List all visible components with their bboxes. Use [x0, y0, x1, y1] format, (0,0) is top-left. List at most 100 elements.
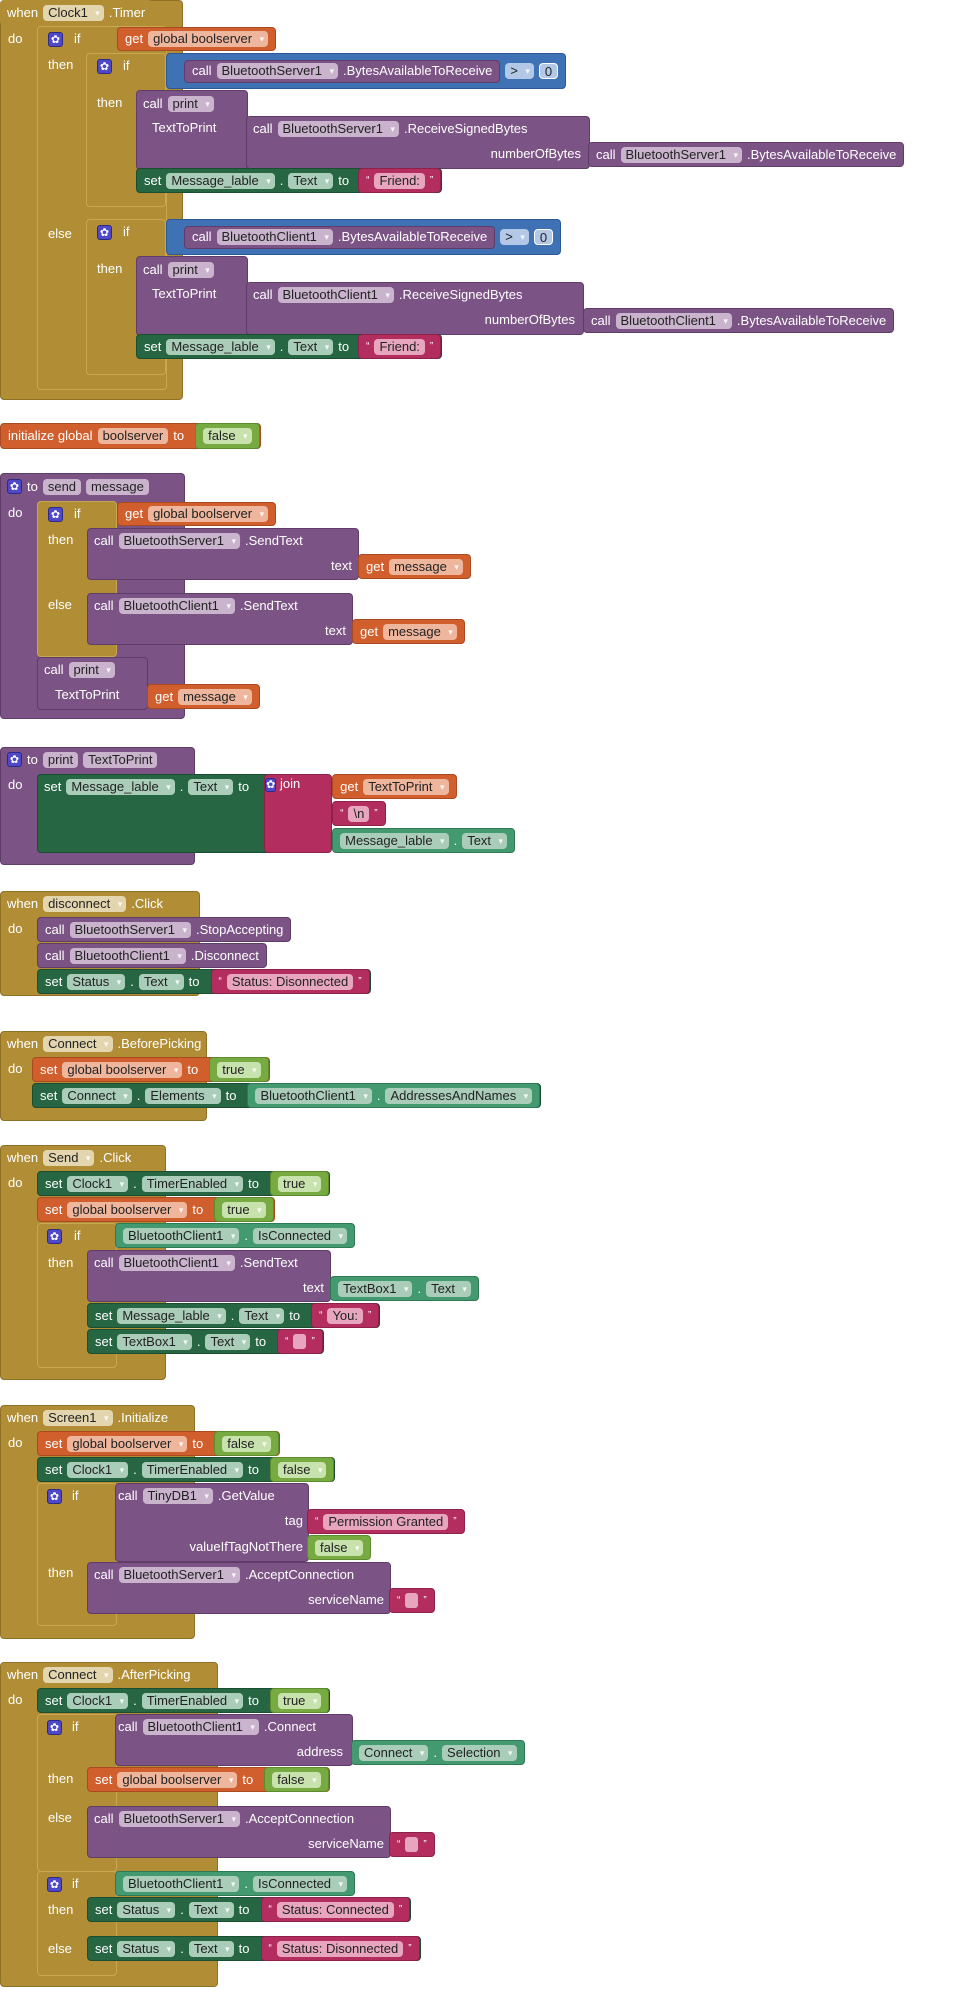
component-dropdown[interactable]: Message_lable [166, 172, 275, 189]
mutator-gear-icon[interactable]: ✿ [97, 225, 112, 240]
property-dropdown[interactable]: Text [205, 1333, 251, 1350]
mutator-gear-icon[interactable]: ✿ [7, 752, 22, 767]
string-field[interactable] [405, 1593, 419, 1608]
boolean-dropdown[interactable]: true [217, 1061, 261, 1078]
component-dropdown[interactable]: BluetoothClient1 [123, 1227, 240, 1244]
component-dropdown[interactable]: BluetoothServer1 [277, 120, 399, 137]
component-dropdown[interactable]: Connect [62, 1087, 132, 1104]
mutator-gear-icon[interactable]: ✿ [47, 1229, 62, 1244]
component-dropdown[interactable]: BluetoothClient1 [123, 1875, 240, 1892]
get-client-is-connected[interactable]: BluetoothClient1 . IsConnected [115, 1871, 356, 1896]
mutator-gear-icon[interactable]: ✿ [97, 59, 112, 74]
text-string[interactable]: “ Status: Disonnected ” [210, 969, 370, 994]
set-clock-timer-enabled[interactable]: set Clock1 . TimerEnabled to true [37, 1688, 331, 1713]
component-dropdown[interactable]: BluetoothClient1 [277, 286, 394, 303]
boolean-dropdown[interactable]: false [272, 1771, 321, 1788]
logic-false[interactable]: false [264, 1767, 329, 1792]
property-dropdown[interactable]: TimerEnabled [141, 1692, 244, 1709]
event-screen1-initialize[interactable]: when Screen1 .Initialize [0, 1405, 175, 1430]
get-message[interactable]: get message [352, 619, 465, 644]
component-dropdown[interactable]: Connect [359, 1744, 429, 1761]
string-field[interactable] [405, 1837, 419, 1852]
string-field[interactable]: Friend: [374, 172, 425, 189]
component-dropdown[interactable]: Screen1 [43, 1409, 113, 1426]
text-status-connected[interactable]: “ Status: Connected ” [260, 1897, 411, 1922]
variable-dropdown[interactable]: message [178, 688, 252, 705]
number-field[interactable]: 0 [538, 63, 559, 79]
logic-true[interactable]: true [209, 1057, 269, 1082]
set-clock-timer-enabled[interactable]: set Clock1 . TimerEnabled to false [37, 1457, 336, 1482]
component-dropdown[interactable]: TextBox1 [338, 1280, 413, 1297]
component-dropdown[interactable]: BluetoothClient1 [69, 947, 186, 964]
variable-dropdown[interactable]: global boolserver [117, 1771, 238, 1788]
get-connect-selection[interactable]: Connect . Selection [351, 1740, 525, 1765]
event-connect-beforepicking[interactable]: when Connect .BeforePicking [0, 1031, 208, 1056]
component-dropdown[interactable]: Clock1 [67, 1692, 129, 1709]
component-dropdown[interactable]: Send [43, 1149, 95, 1166]
component-dropdown[interactable]: BluetoothServer1 [118, 1566, 240, 1583]
mutator-gear-icon[interactable]: ✿ [265, 778, 277, 792]
mutator-gear-icon[interactable]: ✿ [47, 1720, 62, 1735]
property-dropdown[interactable]: Text [288, 338, 334, 355]
procedure-dropdown[interactable]: print [167, 95, 214, 112]
string-field[interactable]: Status: Disonnected [226, 973, 354, 990]
get-global-boolserver[interactable]: get global boolserver [117, 502, 277, 526]
property-dropdown[interactable]: IsConnected [253, 1875, 348, 1892]
set-clock-timer-enabled[interactable]: set Clock1 . TimerEnabled to true [37, 1171, 331, 1196]
join-block[interactable]: ✿ join get TextToPrint “ \n ” Message_la… [264, 774, 516, 853]
operator-dropdown[interactable]: > [505, 63, 534, 79]
boolean-dropdown[interactable]: false [222, 1435, 271, 1452]
get-global-boolserver[interactable]: get global boolserver [117, 27, 277, 51]
variable-dropdown[interactable]: TextToPrint [363, 778, 449, 795]
set-global-boolserver[interactable]: set global boolserver to false [37, 1431, 280, 1456]
component-dropdown[interactable]: Status [117, 1901, 176, 1918]
get-message[interactable]: get message [358, 554, 471, 579]
string-field[interactable]: Status: Connected [276, 1901, 394, 1918]
boolean-dropdown[interactable]: false [315, 1539, 364, 1556]
property-dropdown[interactable]: Text [426, 1280, 471, 1297]
property-dropdown[interactable]: AddressesAndNames [385, 1087, 533, 1104]
string-field[interactable]: Friend: [374, 338, 425, 355]
component-dropdown[interactable]: BluetoothServer1 [118, 532, 240, 549]
component-dropdown[interactable]: Connect [43, 1035, 113, 1052]
component-dropdown-clock1[interactable]: Clock1 [43, 4, 104, 21]
component-dropdown[interactable]: BluetoothClient1 [255, 1087, 372, 1104]
call-stop-accepting[interactable]: call BluetoothServer1 .StopAccepting [37, 917, 292, 942]
logic-false[interactable]: false [214, 1431, 279, 1456]
logic-false[interactable]: false [307, 1535, 372, 1560]
get-message[interactable]: get message [147, 684, 260, 709]
mutator-gear-icon[interactable]: ✿ [7, 479, 22, 494]
initialize-global-boolserver[interactable]: initialize global boolserver to false [0, 423, 261, 449]
set-textbox-text[interactable]: set TextBox1 . Text to “ ” [87, 1329, 324, 1354]
logic-true[interactable]: true [214, 1197, 274, 1222]
string-field[interactable]: \n [348, 805, 370, 822]
procedure-name-field[interactable]: send [42, 478, 82, 495]
text-string[interactable]: “ You: ” [311, 1303, 380, 1328]
set-status-text[interactable]: set Status . Text to “ Status: Disonnect… [37, 969, 371, 994]
mutator-gear-icon[interactable]: ✿ [48, 507, 63, 522]
set-message-label-text[interactable]: set Message_lable . Text to “ Friend: ” [136, 334, 443, 359]
call-bytes-available[interactable]: call BluetoothClient1 .BytesAvailableToR… [583, 308, 895, 333]
logic-false[interactable]: false [270, 1457, 335, 1482]
component-dropdown[interactable]: BluetoothServer1 [216, 63, 338, 79]
set-message-label-text[interactable]: set Message_lable . Text to ✿ join get T… [37, 774, 516, 853]
string-field[interactable] [293, 1334, 307, 1349]
number-field[interactable]: 0 [533, 229, 554, 245]
text-permission-granted[interactable]: “ Permission Granted ” [307, 1509, 465, 1534]
variable-dropdown[interactable]: global boolserver [67, 1435, 188, 1452]
component-dropdown[interactable]: Message_lable [166, 338, 275, 355]
string-field[interactable]: Permission Granted [323, 1513, 449, 1530]
set-message-label-text[interactable]: set Message_lable . Text to “ Friend: ” [136, 168, 443, 193]
component-dropdown[interactable]: BluetoothClient1 [615, 312, 732, 329]
component-dropdown[interactable]: BluetoothClient1 [118, 1254, 235, 1271]
event-connect-afterpicking[interactable]: when Connect .AfterPicking [0, 1662, 197, 1687]
set-global-boolserver[interactable]: set global boolserver to true [37, 1197, 275, 1222]
text-string[interactable]: “ Friend: ” [358, 168, 442, 193]
component-dropdown[interactable]: BluetoothClient1 [142, 1718, 259, 1735]
event-disconnect-click[interactable]: when disconnect .Click [0, 891, 170, 916]
component-dropdown[interactable]: Status [67, 973, 126, 990]
property-dropdown[interactable]: Text [462, 832, 508, 849]
set-message-label-text[interactable]: set Message_lable . Text to “ You: ” [87, 1303, 381, 1328]
property-dropdown[interactable]: Elements [145, 1087, 221, 1104]
property-dropdown[interactable]: TimerEnabled [141, 1175, 244, 1192]
